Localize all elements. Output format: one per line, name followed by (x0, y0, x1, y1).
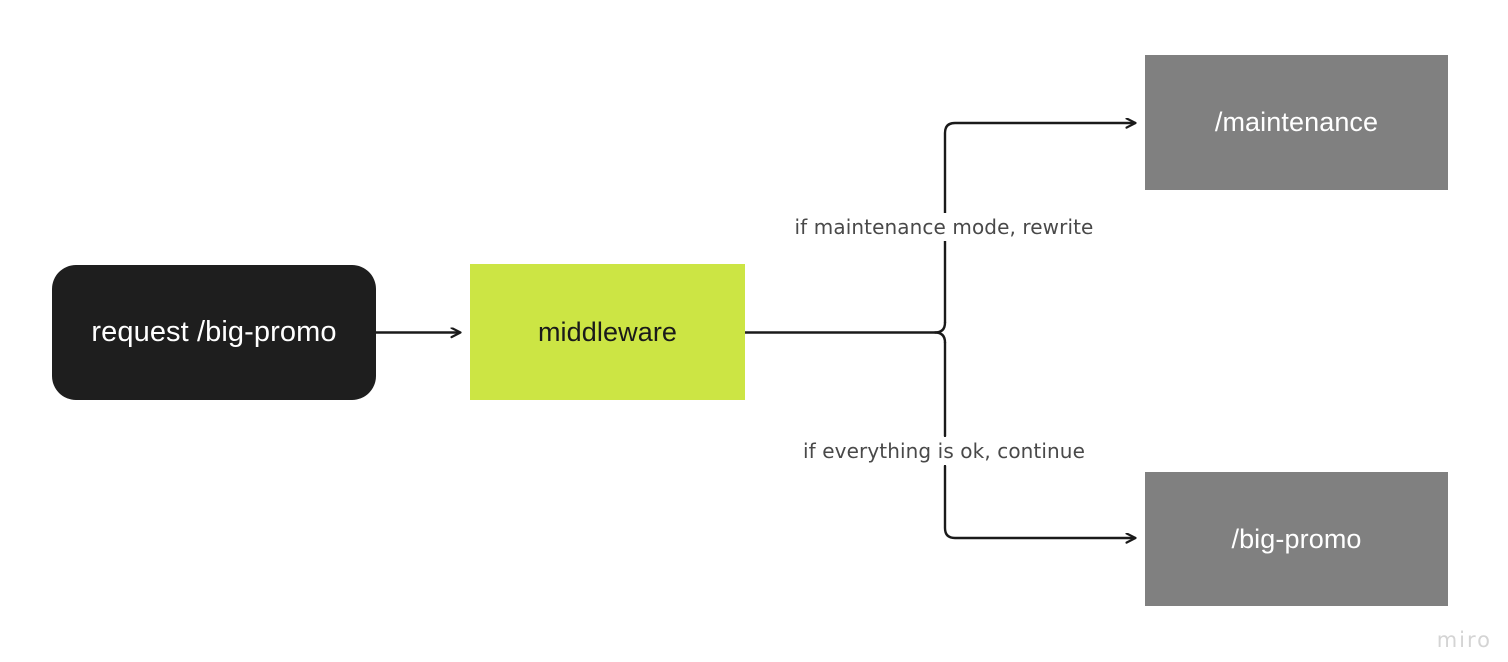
edge-middleware-trunk (743, 321, 947, 334)
edge-label-continue[interactable]: if everything is ok, continue (795, 437, 1093, 465)
node-maintenance[interactable]: /maintenance (1145, 55, 1448, 190)
node-request[interactable]: request /big-promo (52, 265, 376, 400)
miro-watermark: miro (1436, 628, 1492, 652)
node-bigpromo-label: /big-promo (1231, 523, 1362, 554)
node-middleware[interactable]: middleware (470, 264, 745, 400)
node-middleware-label: middleware (537, 316, 678, 347)
edge-junction-down-hook (933, 331, 947, 344)
edge-to-bigpromo-vertical-lower (943, 464, 1135, 538)
node-request-label: request /big-promo (91, 316, 337, 349)
edge-to-maintenance-vertical-upper (943, 123, 1135, 215)
node-bigpromo[interactable]: /big-promo (1145, 472, 1448, 606)
edge-label-maintenance-rewrite[interactable]: if maintenance mode, rewrite (786, 213, 1102, 241)
node-maintenance-label: /maintenance (1214, 107, 1379, 138)
